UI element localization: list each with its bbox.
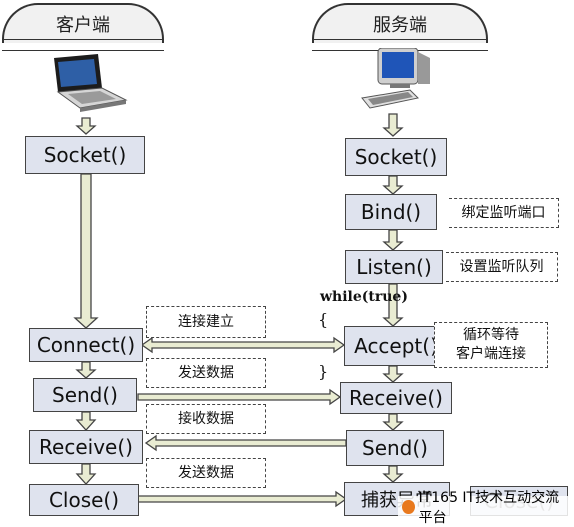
- watermark-text: IT165 IT技术互动交流平台: [418, 490, 560, 526]
- client-receive-box: Receive(): [29, 430, 143, 464]
- server-header-label: 服务端: [373, 15, 427, 36]
- arrow-socket-to-connect: [73, 173, 99, 329]
- client-connect-box: Connect(): [29, 328, 143, 362]
- accept-note: 循环等待 客户端连接: [434, 322, 548, 368]
- exchange-label-send-2: 发送数据: [146, 458, 266, 488]
- arrow-bind-to-listen: [382, 229, 404, 251]
- arrow-listen-to-accept: [382, 283, 404, 327]
- arrow-close-to-server: [137, 490, 348, 508]
- arrow-connect-accept-bidirectional: [140, 336, 346, 354]
- bind-note: 绑定监听端口: [449, 198, 559, 228]
- desktop-computer-icon: [361, 48, 430, 109]
- arrow-server-send-to-client-receive: [144, 434, 347, 452]
- server-bind-box: Bind(): [345, 194, 437, 230]
- arrow-receive-to-send: [382, 413, 404, 431]
- arrow-connect-to-send: [75, 361, 97, 379]
- laptop-icon: [54, 54, 128, 112]
- while-true-label: while(true): [320, 289, 408, 305]
- arrow-send-to-catch: [382, 465, 404, 483]
- arrow-send-to-receive: [75, 411, 97, 431]
- listen-note: 设置监听队列: [446, 252, 558, 282]
- server-listen-box: Listen(): [345, 250, 443, 284]
- server-socket-box: Socket(): [345, 138, 447, 176]
- arrow-laptop-to-socket: [75, 117, 97, 135]
- loop-open-brace: {: [318, 310, 329, 329]
- arrow-desktop-to-socket: [382, 113, 404, 137]
- arrow-socket-to-bind: [382, 175, 404, 195]
- watermark: IT165 IT技术互动交流平台: [398, 490, 574, 526]
- exchange-label-send: 发送数据: [146, 358, 266, 388]
- client-lane-header: 客户端: [2, 3, 164, 51]
- client-close-box: Close(): [29, 484, 139, 516]
- server-accept-box: Accept(): [344, 326, 448, 366]
- arrow-accept-to-receive: [382, 365, 404, 383]
- server-receive-box: Receive(): [340, 382, 452, 414]
- loop-close-brace: }: [318, 362, 329, 381]
- arrow-receive-to-close: [75, 463, 97, 485]
- server-send-box: Send(): [346, 430, 444, 466]
- arrow-send-to-server-receive: [137, 388, 342, 406]
- client-socket-box: Socket(): [25, 136, 145, 174]
- client-send-box: Send(): [33, 378, 137, 412]
- exchange-label-receive: 接收数据: [146, 404, 266, 434]
- exchange-label-connect: 连接建立: [146, 306, 266, 338]
- client-header-label: 客户端: [56, 15, 110, 36]
- watermark-logo-icon: [402, 500, 415, 514]
